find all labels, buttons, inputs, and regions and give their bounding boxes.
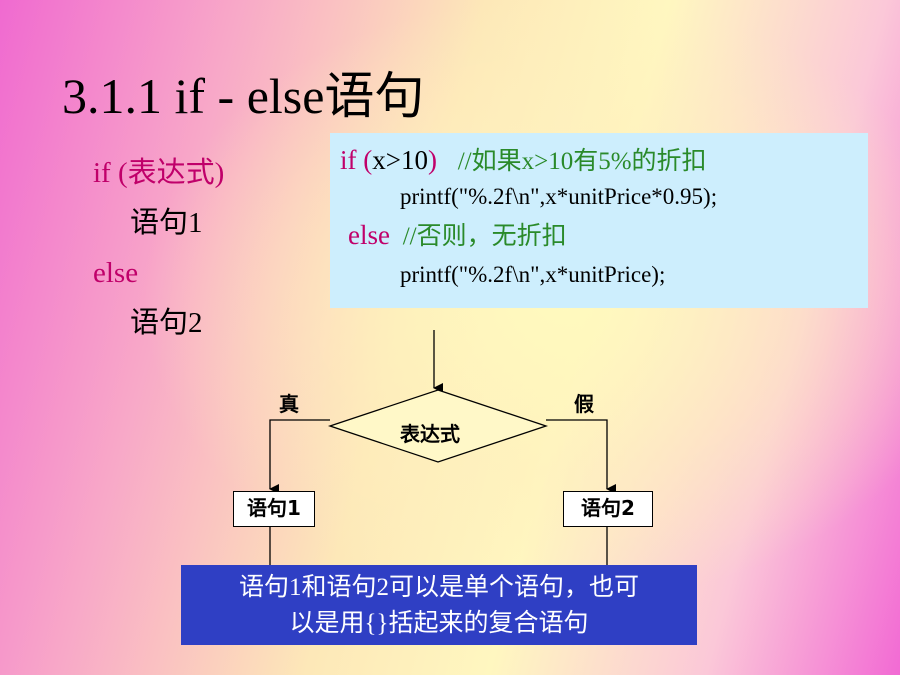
code-if-comment: //如果x>10有5%的折扣 bbox=[457, 148, 707, 175]
code-line-printf-plain: printf("%.2f\n",x*unitPrice); bbox=[400, 262, 666, 287]
syntax-if-condition: (表达式) bbox=[117, 157, 225, 189]
code-line-printf-discount: printf("%.2f\n",x*unitPrice*0.95); bbox=[400, 184, 718, 209]
flow-true-label: 真 bbox=[279, 392, 299, 416]
syntax-stmt1: 语句1 bbox=[130, 207, 203, 239]
code-line-if: if (x>10) //如果x>10有5%的折扣 bbox=[340, 143, 868, 179]
syntax-else-keyword: else bbox=[93, 257, 139, 289]
code-if-condition-body: x>10 bbox=[372, 145, 428, 175]
note-box: 语句1和语句2可以是单个语句，也可 以是用{}括起来的复合语句 bbox=[181, 565, 697, 645]
code-line-else: else //否则，无折扣 bbox=[340, 215, 868, 257]
flow-stmt2-box: 语句2 bbox=[563, 491, 653, 527]
syntax-if-line: if (表达式) bbox=[93, 148, 224, 198]
note-line-2: 以是用{}括起来的复合语句 bbox=[289, 610, 589, 637]
flow-condition-label: 表达式 bbox=[400, 422, 460, 446]
flow-stmt1-box: 语句1 bbox=[233, 491, 315, 527]
slide-title: 3.1.1 if - else语句 bbox=[62, 68, 425, 124]
syntax-block: if (表达式) 语句1 else 语句2 bbox=[93, 148, 224, 348]
syntax-if-keyword: if bbox=[93, 157, 111, 189]
syntax-stmt2: 语句2 bbox=[130, 307, 203, 339]
code-if-paren: ( bbox=[363, 145, 373, 175]
flow-false-label: 假 bbox=[574, 392, 594, 416]
code-if-paren-close: ) bbox=[427, 145, 437, 175]
code-else-keyword: else bbox=[348, 220, 390, 250]
code-else-comment: //否则，无折扣 bbox=[402, 223, 567, 250]
flow-true-branch bbox=[269, 419, 330, 494]
note-line-1: 语句1和语句2可以是单个语句，也可 bbox=[238, 574, 639, 601]
flow-false-branch bbox=[546, 419, 616, 494]
code-example-box: if (x>10) //如果x>10有5%的折扣 printf("%.2f\n"… bbox=[330, 133, 868, 308]
code-if-keyword: if bbox=[340, 145, 357, 175]
